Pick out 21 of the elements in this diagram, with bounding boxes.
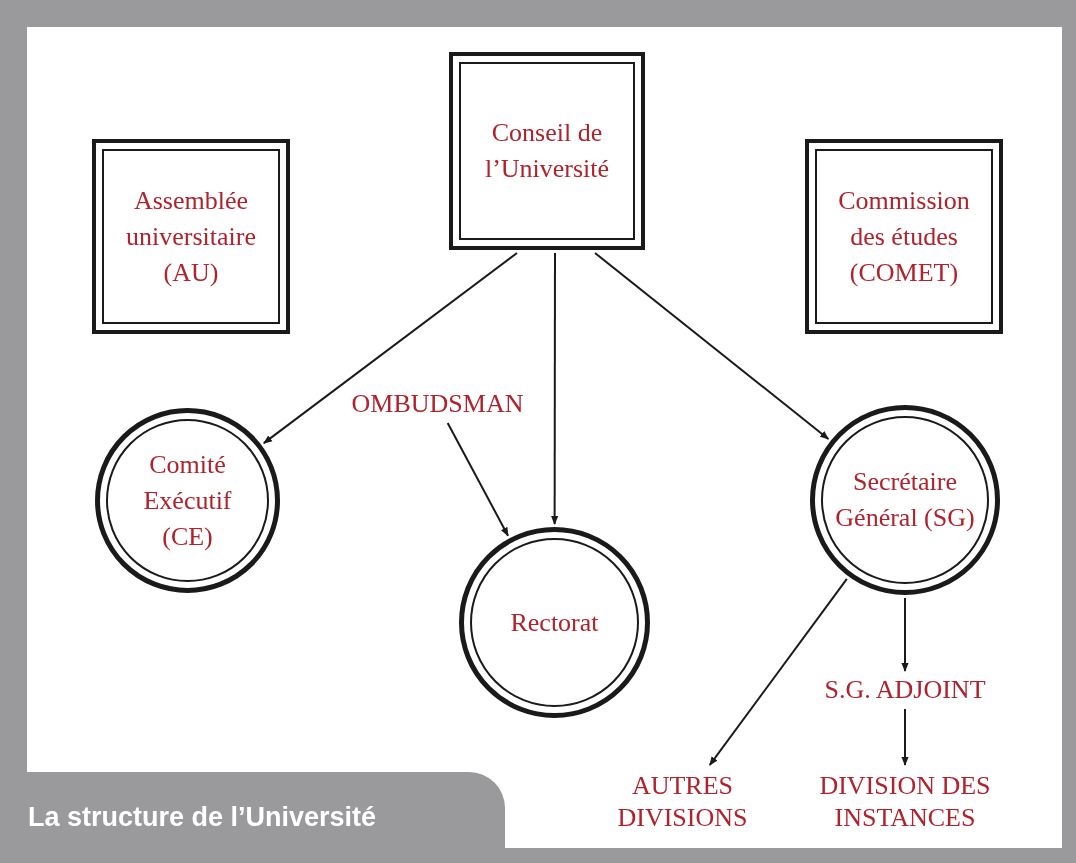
node-label: AUTRES DIVISIONS	[616, 770, 749, 834]
node-label: OMBUDSMAN	[351, 388, 524, 420]
node-text: Assemblée universitaire (AU)	[125, 184, 257, 289]
arrow	[901, 597, 909, 672]
double-border-box	[449, 52, 645, 250]
node-text: Secrétaire Général (SG)	[835, 466, 975, 534]
arrow	[594, 252, 830, 440]
node-text: Comité Exécutif (CE)	[142, 448, 233, 553]
arrow	[708, 577, 848, 766]
node-label: DIVISION DES INSTANCES	[818, 770, 992, 834]
node-text: Rectorat	[510, 606, 599, 639]
node-text: Commission des études (COMET)	[837, 184, 971, 289]
node-text: Conseil de l’Université	[483, 117, 611, 185]
arrow	[446, 422, 509, 537]
double-border-box	[805, 139, 1003, 334]
node-label: S.G. ADJOINT	[824, 674, 986, 706]
title: La structure de l’Université	[28, 801, 377, 835]
arrow	[551, 252, 559, 525]
arrow	[262, 252, 518, 445]
double-border-box	[92, 139, 290, 334]
arrow	[901, 708, 909, 766]
